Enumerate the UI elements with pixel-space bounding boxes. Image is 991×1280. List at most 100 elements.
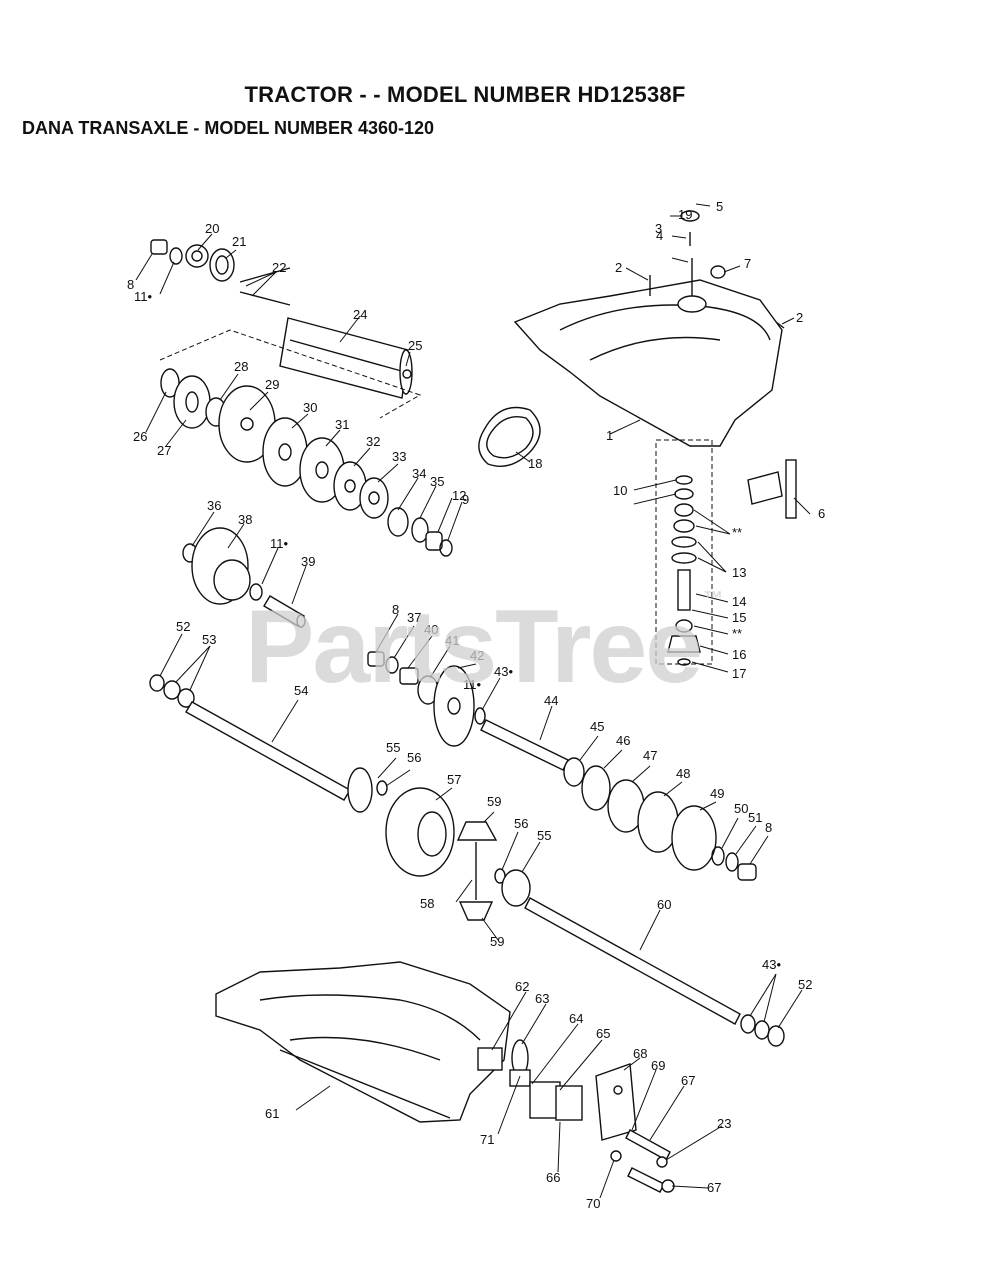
callout-labels: 1223456788891011•11•11•12131415****16171… — [127, 199, 825, 1211]
callout-label: 68 — [633, 1046, 647, 1061]
callout-label: 59 — [490, 934, 504, 949]
callout-label: 53 — [202, 632, 216, 647]
callout-label: 39 — [301, 554, 315, 569]
callout-label: 66 — [546, 1170, 560, 1185]
callout-label: 50 — [734, 801, 748, 816]
callout-label: 3 — [655, 221, 662, 236]
right-gear-sequence — [563, 757, 757, 881]
callout-label: 57 — [447, 772, 461, 787]
callout-label: 56 — [407, 750, 421, 765]
callout-label: 52 — [798, 977, 812, 992]
callout-label: 45 — [590, 719, 604, 734]
callout-label: 55 — [386, 740, 400, 755]
callout-label: 26 — [133, 429, 147, 444]
callout-label: 43• — [494, 664, 513, 679]
page-title: TRACTOR - - MODEL NUMBER HD12538F — [244, 82, 686, 107]
callout-label: 51 — [748, 810, 762, 825]
callout-label: ** — [732, 525, 742, 540]
shaft-60 — [524, 897, 785, 1047]
callout-label: 5 — [716, 199, 723, 214]
callout-label: 12 — [452, 488, 466, 503]
callout-label: ** — [732, 626, 742, 641]
callout-label: 34 — [412, 466, 426, 481]
left-gear-assembly — [182, 527, 306, 628]
callout-label: 28 — [234, 359, 248, 374]
callout-label: 20 — [205, 221, 219, 236]
callout-label: 67 — [707, 1180, 721, 1195]
callout-label: 8 — [127, 277, 134, 292]
callout-label: 69 — [651, 1058, 665, 1073]
callout-label: 44 — [544, 693, 558, 708]
callout-label: 13 — [732, 565, 746, 580]
callout-label: 55 — [537, 828, 551, 843]
callout-label: 37 — [407, 610, 421, 625]
callout-label: 64 — [569, 1011, 583, 1026]
callout-label: 60 — [657, 897, 671, 912]
callout-label: 22 — [272, 260, 286, 275]
callout-label: 11• — [134, 289, 152, 304]
watermark-text: PartsTree — [245, 589, 703, 705]
callout-label: 42 — [470, 648, 484, 663]
long-shaft-54 — [149, 674, 388, 813]
callout-label: 31 — [335, 417, 349, 432]
callout-label: 9 — [462, 492, 469, 507]
callout-label: 33 — [392, 449, 406, 464]
callout-label: 52 — [176, 619, 190, 634]
callout-label: 11• — [270, 536, 288, 551]
callout-label: 56 — [514, 816, 528, 831]
page-subtitle: DANA TRANSAXLE - MODEL NUMBER 4360-120 — [22, 118, 435, 138]
callout-label: 41 — [445, 633, 459, 648]
vertical-shaft-stack — [655, 439, 797, 666]
callout-label: 36 — [207, 498, 221, 513]
callout-label: 6 — [818, 506, 825, 521]
callout-label: 30 — [303, 400, 317, 415]
callout-label: 49 — [710, 786, 724, 801]
callout-label: 67 — [681, 1073, 695, 1088]
callout-label: 32 — [366, 434, 380, 449]
callout-label: 19 — [678, 207, 692, 222]
callout-label: 46 — [616, 733, 630, 748]
callout-label: 17 — [732, 666, 746, 681]
callout-label: 70 — [586, 1196, 600, 1211]
callout-label: 54 — [294, 683, 308, 698]
callout-label: 15 — [732, 610, 746, 625]
callout-label: 23 — [717, 1116, 731, 1131]
callout-label: 61 — [265, 1106, 279, 1121]
callout-label: 38 — [238, 512, 252, 527]
callout-label: 59 — [487, 794, 501, 809]
callout-label: 29 — [265, 377, 279, 392]
gear-cluster-row — [160, 368, 453, 557]
callout-label: 35 — [430, 474, 444, 489]
callout-label: 2 — [796, 310, 803, 325]
lower-housing — [215, 961, 511, 1123]
callout-label: 47 — [643, 748, 657, 763]
callout-label: 16 — [732, 647, 746, 662]
callout-label: 27 — [157, 443, 171, 458]
callout-label: 21 — [232, 234, 246, 249]
callout-label: 10 — [613, 483, 627, 498]
callout-label: 24 — [353, 307, 367, 322]
callout-label: 2 — [615, 260, 622, 275]
callout-label: 65 — [596, 1026, 610, 1041]
callout-label: 1 — [606, 428, 613, 443]
callout-label: 25 — [408, 338, 422, 353]
callout-label: 58 — [420, 896, 434, 911]
callout-label: 4 — [656, 228, 663, 243]
callout-label: 43• — [762, 957, 781, 972]
bottom-right-parts — [477, 1039, 675, 1193]
callout-label: 7 — [744, 256, 751, 271]
callout-label: 71 — [480, 1132, 494, 1147]
chain-18 — [478, 406, 541, 467]
upper-shaft-group — [150, 239, 422, 419]
upper-housing — [513, 210, 785, 447]
callout-label: 11• — [463, 677, 481, 692]
callout-label: 40 — [424, 622, 438, 637]
center-gears — [367, 651, 569, 921]
callout-label: 62 — [515, 979, 529, 994]
watermark-trademark: ™ — [703, 588, 723, 610]
callout-label: 14 — [732, 594, 746, 609]
callout-label: 48 — [676, 766, 690, 781]
